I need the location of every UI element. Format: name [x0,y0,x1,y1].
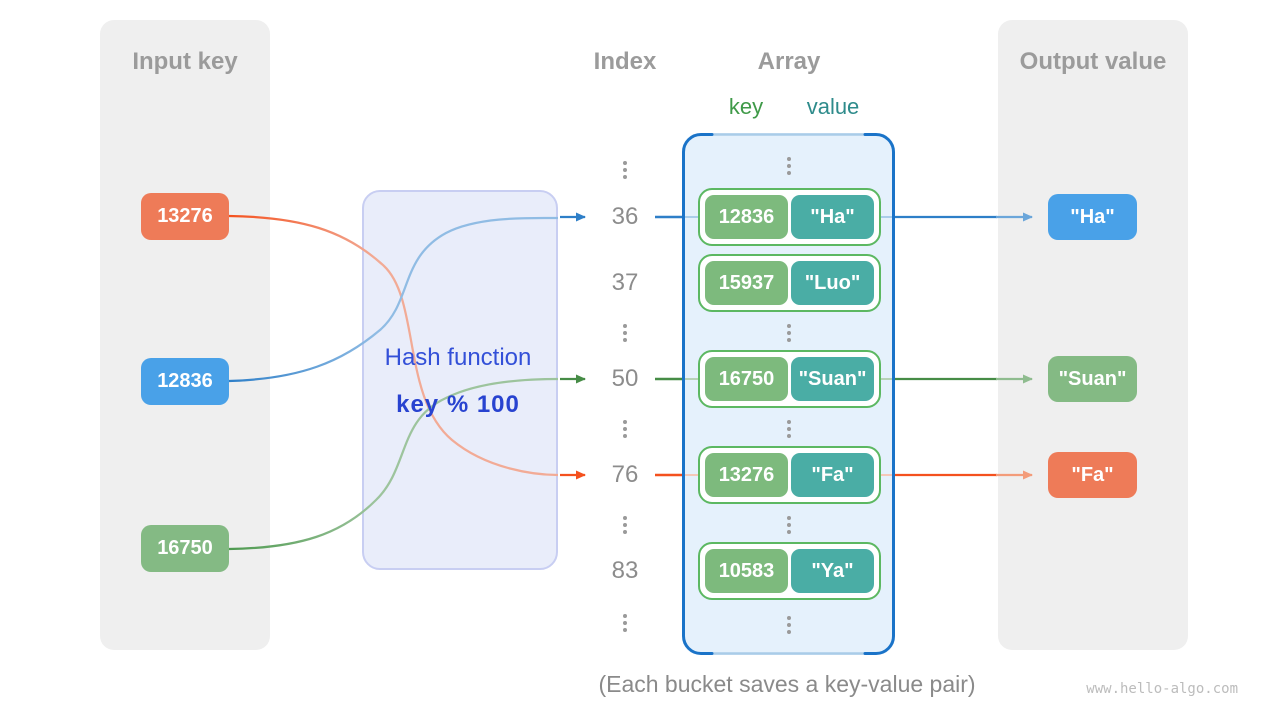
bucket-key: 15937 [705,261,788,305]
watermark: www.hello-algo.com [1086,681,1238,697]
bucket-value: "Luo" [791,261,874,305]
ellipsis-dots [786,155,792,177]
index-label: 50 [611,365,639,392]
bucket-row: 16750 "Suan" [698,350,881,408]
bucket-row: 10583 "Ya" [698,542,881,600]
bucket-key: 10583 [705,549,788,593]
diagram-caption: (Each bucket saves a key-value pair) [598,671,976,697]
ellipsis-dots [786,418,792,440]
ellipsis-dots [622,514,628,536]
key-column-label: key [728,94,764,119]
index-label: 36 [611,203,639,230]
bucket-key: 12836 [705,195,788,239]
output-panel-title: Output value [1019,48,1167,75]
ellipsis-dots [786,514,792,536]
input-key-box: 12836 [141,358,229,405]
bucket-value: "Fa" [791,453,874,497]
value-column-label: value [806,94,860,119]
input-key-box: 13276 [141,193,229,240]
ellipsis-dots [622,612,628,634]
bucket-row: 12836 "Ha" [698,188,881,246]
bucket-value: "Suan" [791,357,874,401]
output-value-box: "Suan" [1048,356,1137,402]
index-label: 83 [611,557,639,584]
bucket-value: "Ha" [791,195,874,239]
bucket-row: 13276 "Fa" [698,446,881,504]
hash-function-formula: key % 100 [396,391,520,418]
output-value-box: "Ha" [1048,194,1137,240]
bucket-value: "Ya" [791,549,874,593]
array-column-title: Array [757,48,821,75]
ellipsis-dots [622,322,628,344]
index-column-title: Index [593,48,657,75]
output-value-panel [998,20,1188,650]
input-panel-title: Input key [132,48,238,75]
output-value-box: "Fa" [1048,452,1137,498]
ellipsis-dots [786,322,792,344]
index-label: 76 [611,461,639,488]
hash-function-box [362,190,558,570]
bucket-key: 13276 [705,453,788,497]
ellipsis-dots [622,159,628,181]
ellipsis-dots [786,614,792,636]
input-key-box: 16750 [141,525,229,572]
bucket-key: 16750 [705,357,788,401]
index-label: 37 [611,269,639,296]
bucket-row: 15937 "Luo" [698,254,881,312]
ellipsis-dots [622,418,628,440]
hash-function-title: Hash function [384,344,532,371]
